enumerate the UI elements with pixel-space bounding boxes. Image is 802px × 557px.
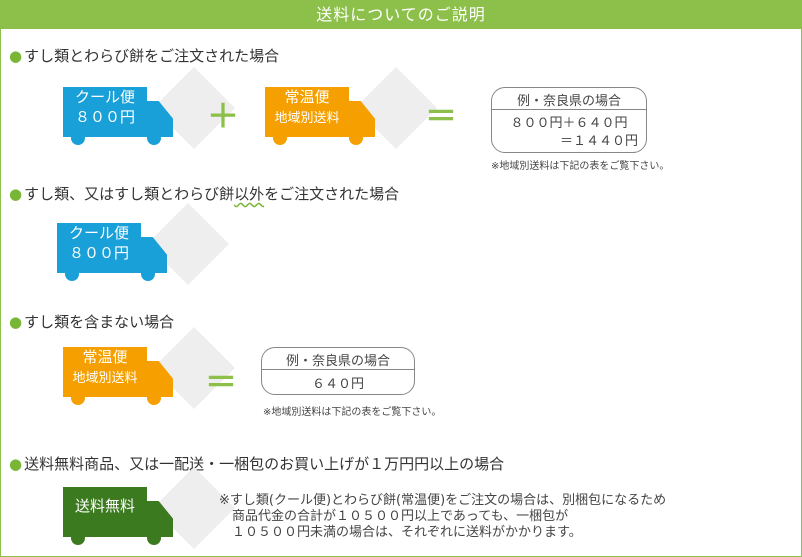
plus-sign: ＋ xyxy=(207,97,240,135)
example-calc-line1: ８００円＋６４０円 xyxy=(510,116,628,131)
example-box-1: 例・奈良県の場合 ８００円＋６４０円 ＝１４４０円 xyxy=(491,87,647,153)
truck-normal-line2: 地域別送料 xyxy=(72,371,138,386)
truck-cool-line2: ８００円 xyxy=(74,108,135,126)
truck-free-line1: 送料無料 xyxy=(74,497,135,515)
section-heading-3: ●すし類を含まない場合 xyxy=(9,313,175,331)
truck-cool-line1: クール便 xyxy=(74,88,135,106)
truck-cool-line1: クール便 xyxy=(68,224,129,242)
truck-normal-line2: 地域別送料 xyxy=(274,111,340,126)
page-title: 送料についてのご説明 xyxy=(1,1,801,29)
section-heading-4: ●送料無料商品、又は一配送・一梱包のお買い上げが１万円円以上の場合 xyxy=(9,455,505,473)
section-heading-2: ●すし類、又はすし類とわらび餅以外をご注文された場合 xyxy=(9,185,400,203)
truck-normal-line1: 常温便 xyxy=(82,348,128,366)
example-box-2: 例・奈良県の場合 ６４０円 xyxy=(261,347,415,395)
bullet-icon: ● xyxy=(9,313,23,331)
bullet-icon: ● xyxy=(9,47,23,65)
truck-normal-line1: 常温便 xyxy=(284,88,330,106)
equals-sign-2: ＝ xyxy=(205,363,238,401)
section-heading-1: ●すし類とわらび餅をご注文された場合 xyxy=(9,47,280,65)
example-title: 例・奈良県の場合 xyxy=(516,94,621,109)
footer-note: ※すし類(クール便)とわらび餅(常温便)をご注文の場合は、別梱包になるため 商品… xyxy=(219,493,667,540)
example-calc-line1: ６４０円 xyxy=(311,377,364,392)
truck-cool-line2: ８００円 xyxy=(68,244,129,262)
equals-sign: ＝ xyxy=(425,97,458,135)
example-note-2: ※地域別送料は下記の表をご覧下さい。 xyxy=(263,407,442,418)
example-note-1: ※地域別送料は下記の表をご覧下さい。 xyxy=(491,161,670,172)
example-calc-line2: ＝１４４０円 xyxy=(559,134,638,149)
bullet-icon: ● xyxy=(9,185,23,203)
example-title: 例・奈良県の場合 xyxy=(285,354,390,369)
bullet-icon: ● xyxy=(9,455,23,473)
